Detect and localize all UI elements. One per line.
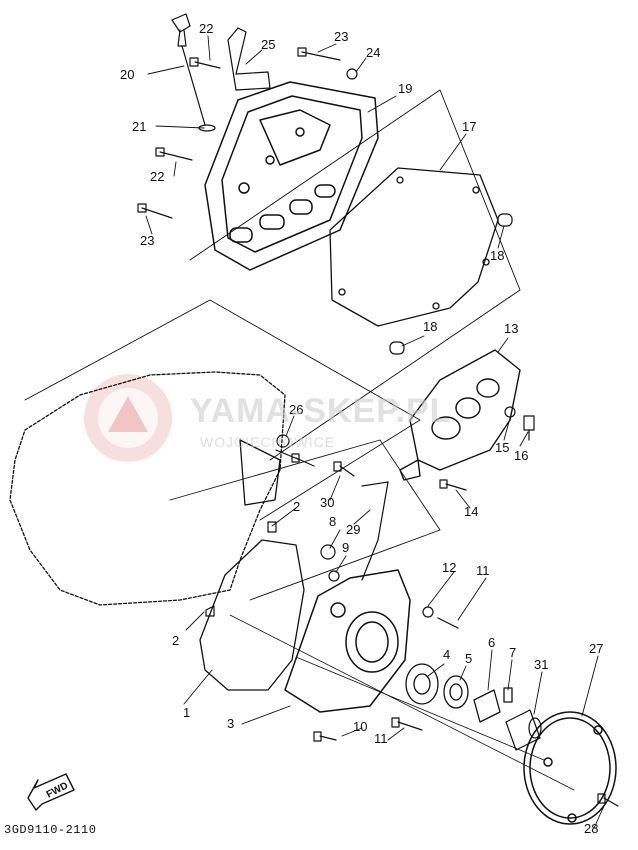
callout-31: 31: [534, 657, 549, 672]
callout-8: 8: [329, 514, 337, 529]
callout-30: 30: [320, 495, 335, 510]
callout-17: 17: [462, 119, 477, 134]
dowel-pins: [389, 213, 513, 355]
gasket-lower: [199, 539, 305, 691]
callout-2-lower: 2: [172, 633, 180, 648]
sprocket-cover: [399, 349, 521, 481]
callout-21: 21: [132, 119, 147, 134]
callout-22-upper: 22: [199, 21, 214, 36]
callout-11-upper: 11: [476, 563, 490, 578]
clutch-cover-upper: [204, 81, 379, 271]
callout-26: 26: [289, 402, 304, 417]
callout-1: 1: [183, 705, 191, 720]
lower-bolts: [205, 461, 619, 807]
callout-23-upper: 23: [334, 29, 349, 44]
callout-10: 10: [353, 719, 368, 734]
diagram-code: 3GD9110-2110: [4, 823, 97, 837]
crankcase-cover-lower: [284, 569, 411, 713]
callout-27: 27: [589, 641, 604, 656]
small-fasteners-right: [275, 406, 535, 491]
callout-19: 19: [398, 81, 413, 96]
callout-29: 29: [346, 522, 361, 537]
callout-7: 7: [509, 645, 517, 660]
leader-lines: [145, 35, 605, 829]
callout-18-lower: 18: [423, 319, 438, 334]
callout-2-upper: 2: [293, 499, 301, 514]
callout-18-right: 18: [490, 248, 505, 263]
callout-4: 4: [443, 647, 451, 662]
callout-15: 15: [495, 440, 510, 455]
bearing-seal-group: [405, 663, 513, 723]
upper-bolts: [137, 27, 358, 219]
callout-23-lower: 23: [140, 233, 155, 248]
watermark-brand: YAMA-SKEP.PL: [190, 392, 452, 430]
gasket-upper: [329, 167, 499, 327]
callout-5: 5: [465, 651, 473, 666]
callout-20: 20: [120, 67, 135, 82]
alignment-lines: [229, 614, 575, 791]
round-cover: [523, 711, 617, 825]
callout-3: 3: [227, 716, 235, 731]
callout-16: 16: [514, 448, 529, 463]
fwd-arrow: [27, 773, 75, 811]
callout-14: 14: [464, 504, 479, 519]
crankcase-outline: [9, 371, 286, 606]
callout-12: 12: [442, 560, 457, 575]
callout-13: 13: [504, 321, 519, 336]
watermark-logo: [84, 374, 172, 462]
callout-11-lower: 11: [374, 731, 388, 746]
callout-28: 28: [584, 821, 599, 836]
watermark-city: WOJCIECHOWICE: [200, 434, 336, 450]
callout-6: 6: [488, 635, 496, 650]
callout-25: 25: [261, 37, 276, 52]
callout-24: 24: [366, 45, 381, 60]
shaft-collar: [505, 709, 542, 751]
callout-9: 9: [342, 540, 350, 555]
assembly-planes: [24, 89, 521, 601]
callout-22-lower: 22: [150, 169, 165, 184]
